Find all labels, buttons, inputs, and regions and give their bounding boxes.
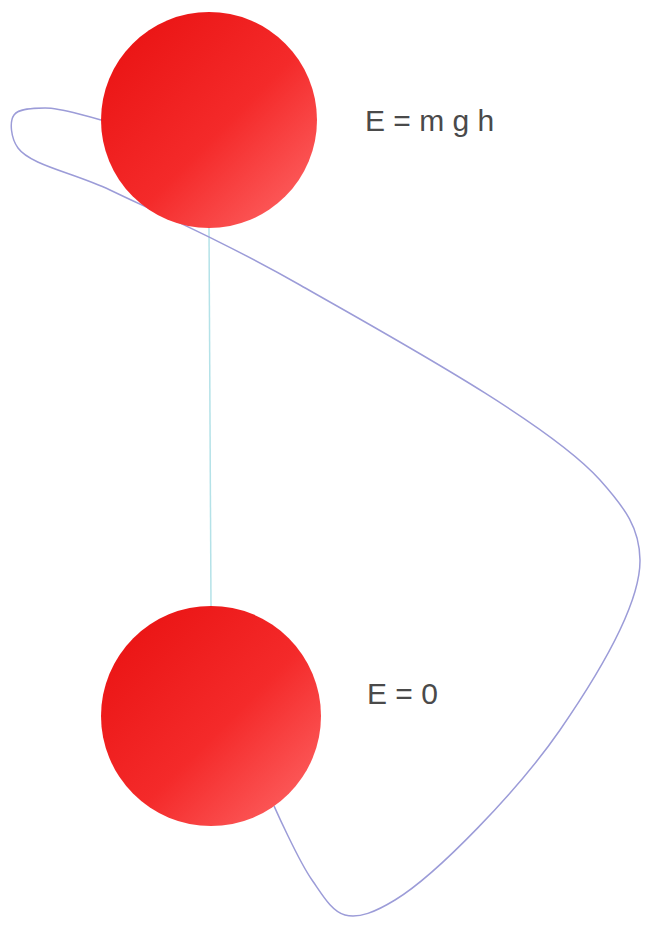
sphere-circle — [101, 606, 321, 826]
sphere-shape — [101, 12, 317, 228]
sphere-circle — [101, 12, 317, 228]
energy-sphere: E = 0 — [101, 606, 321, 826]
energy-label: E = 0 — [367, 677, 438, 710]
trajectory-line — [209, 228, 211, 606]
trajectory-line — [11, 108, 640, 916]
energy-label: E = m g h — [365, 104, 494, 137]
sphere-shape — [101, 606, 321, 826]
energy-sphere: E = m g h — [101, 12, 317, 228]
